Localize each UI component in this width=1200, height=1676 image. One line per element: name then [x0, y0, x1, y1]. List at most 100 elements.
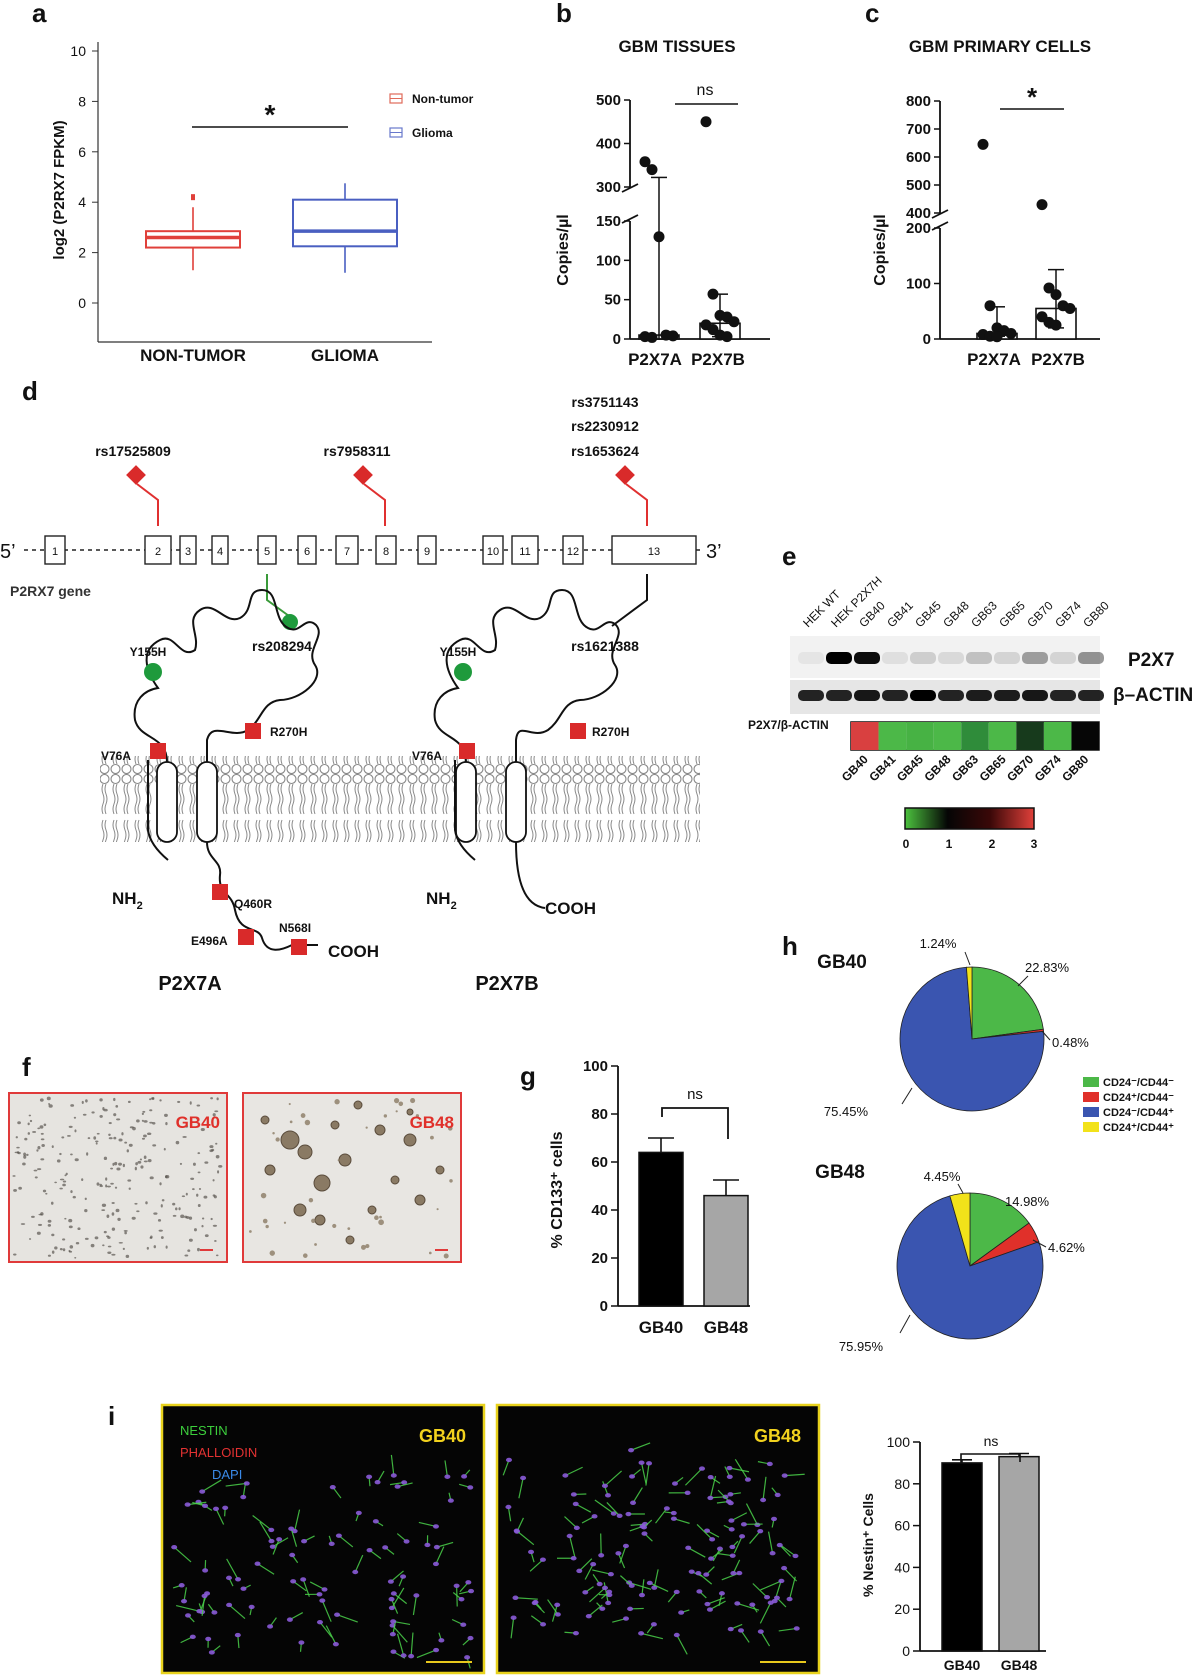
nestin-process — [564, 1516, 578, 1529]
exon-number: 4 — [217, 546, 223, 558]
nestin-process — [632, 1487, 643, 1504]
cell — [175, 1207, 178, 1211]
actin-bands — [798, 690, 1104, 701]
small-sphere — [283, 1221, 287, 1224]
cell — [189, 1101, 192, 1105]
cell — [84, 1208, 88, 1213]
nestin-process — [456, 1585, 458, 1607]
small-sphere — [272, 1132, 275, 1135]
cell — [62, 1238, 66, 1241]
cell — [132, 1126, 136, 1131]
nucleus — [432, 1524, 439, 1529]
nestin-process — [645, 1463, 650, 1486]
cell — [48, 1104, 53, 1108]
nucleus — [605, 1600, 612, 1606]
cell — [123, 1229, 128, 1232]
nucleus — [390, 1591, 397, 1596]
cell — [62, 1180, 67, 1183]
nestin-process — [733, 1536, 743, 1554]
small-sphere — [275, 1137, 280, 1142]
cell — [192, 1162, 196, 1166]
panel-label-i: i — [108, 1401, 115, 1431]
panel-label-g: g — [520, 1061, 536, 1091]
cell — [152, 1144, 157, 1147]
cell — [81, 1100, 84, 1104]
cell — [172, 1214, 177, 1217]
nestin-process — [292, 1580, 307, 1592]
cooh-label: COOH — [328, 942, 379, 961]
actin-band — [1022, 690, 1048, 701]
nucleus — [328, 1541, 335, 1546]
transmembrane-helix — [505, 761, 527, 843]
pie-label: 4.62% — [1048, 1240, 1085, 1255]
cell — [149, 1098, 152, 1101]
panel-label-d: d — [22, 376, 38, 406]
data-point — [700, 116, 712, 128]
nucleus — [606, 1589, 613, 1594]
nestin-process — [740, 1630, 750, 1643]
nucleus — [781, 1565, 788, 1571]
nucleus — [610, 1511, 617, 1516]
cell — [116, 1118, 121, 1121]
cell — [134, 1166, 137, 1171]
if-image-gb48 — [495, 1403, 821, 1675]
p2x7-band — [994, 652, 1020, 664]
cell — [212, 1179, 215, 1182]
nestin-process — [594, 1499, 615, 1515]
small-sphere — [436, 1208, 439, 1211]
heatmap-sample-label: GB80 — [1059, 752, 1091, 784]
cell — [13, 1188, 17, 1192]
nestin-process — [640, 1632, 664, 1640]
data-point — [646, 331, 658, 343]
neurosphere — [435, 1165, 445, 1175]
nucleus — [725, 1499, 732, 1504]
neurospheres — [249, 1097, 453, 1259]
nucleus — [235, 1577, 242, 1582]
nestin-process — [390, 1598, 399, 1614]
nestin-process — [709, 1600, 726, 1611]
stained-cells — [171, 1454, 475, 1669]
cell — [70, 1153, 73, 1156]
exon-number: 10 — [487, 546, 499, 558]
cell — [77, 1227, 81, 1231]
neurosphere — [390, 1175, 400, 1185]
cell — [84, 1237, 89, 1240]
nucleus — [650, 1622, 657, 1627]
protein-label: P2X7B — [475, 973, 538, 995]
nucleus — [628, 1583, 635, 1588]
y-tick-label: 20 — [894, 1601, 910, 1617]
exon-box — [297, 535, 317, 565]
transmembrane-helix — [196, 761, 218, 843]
nucleus — [248, 1604, 255, 1610]
scale-tick: 3 — [1031, 837, 1038, 851]
exon-box — [44, 535, 66, 565]
color-scale — [904, 807, 1035, 830]
snp-stem — [136, 483, 159, 526]
small-sphere — [334, 1099, 340, 1105]
small-sphere — [361, 1244, 366, 1250]
small-sphere — [398, 1101, 404, 1107]
y-tick-label: 0 — [78, 295, 86, 311]
significance-bracket — [661, 1107, 729, 1139]
nucleus — [663, 1506, 670, 1511]
nucleus — [424, 1542, 431, 1548]
snp-diamond — [615, 465, 635, 485]
nucleus — [607, 1572, 614, 1577]
nucleus — [286, 1617, 293, 1622]
nucleus — [736, 1570, 743, 1576]
nucleus — [718, 1591, 725, 1596]
nucleus — [389, 1631, 396, 1637]
nucleus — [400, 1574, 407, 1579]
cell — [72, 1195, 76, 1199]
cell — [64, 1174, 67, 1177]
cell — [70, 1190, 73, 1194]
nucleus — [646, 1580, 653, 1586]
nucleus — [606, 1592, 613, 1598]
heatmap-cell — [988, 722, 1017, 750]
cell — [110, 1182, 114, 1185]
nucleus — [184, 1502, 191, 1507]
nestin-process — [569, 1535, 576, 1559]
cell — [150, 1097, 154, 1100]
